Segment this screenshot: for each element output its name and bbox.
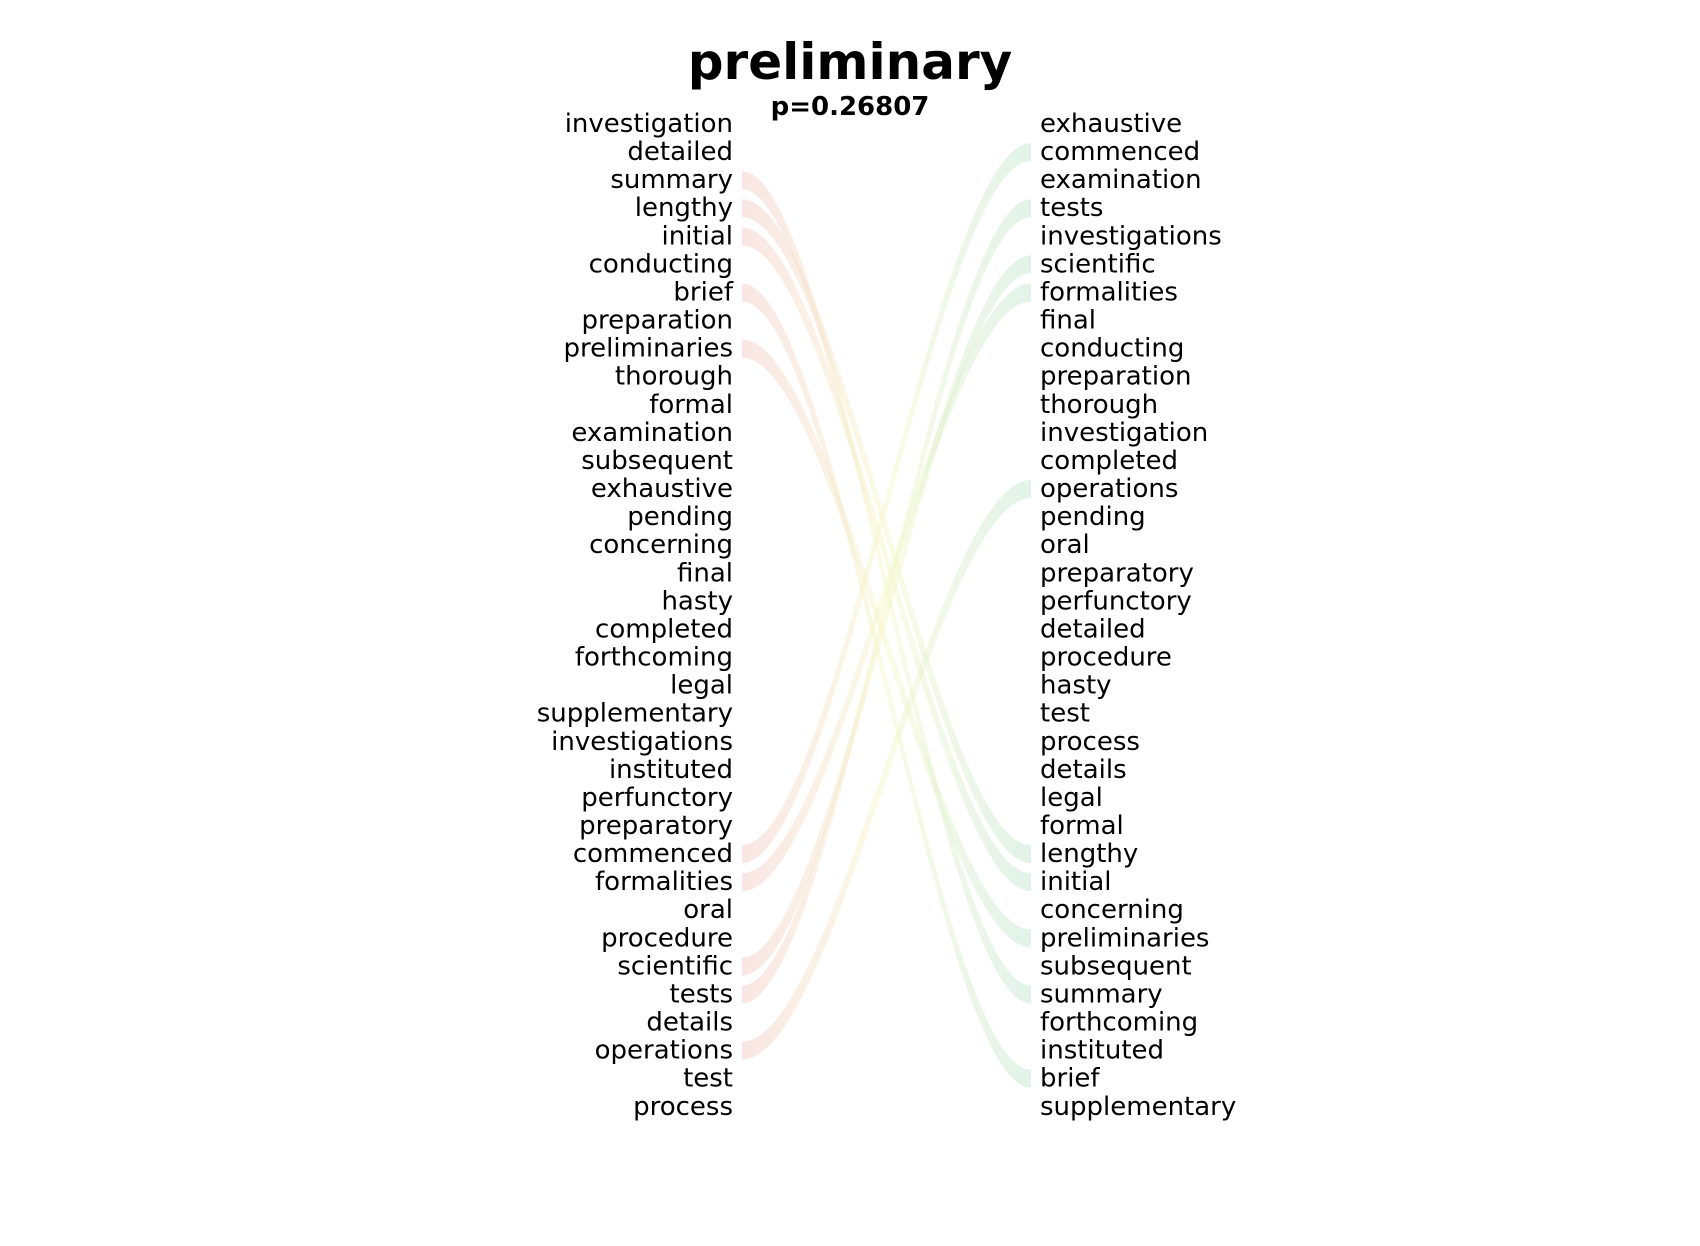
right-word-label: lengthy (1040, 839, 1138, 869)
diagram-subtitle: p=0.26807 (770, 92, 930, 122)
left-word-column: investigationdetailedsummarylengthyiniti… (537, 109, 734, 1122)
right-word-label: scientific (1040, 249, 1156, 279)
right-word-label: thorough (1040, 390, 1158, 420)
left-word-label: summary (610, 165, 733, 195)
left-word-label: preparatory (579, 811, 733, 841)
left-word-label: preliminaries (564, 334, 733, 364)
left-word-label: completed (595, 614, 733, 644)
right-word-column: exhaustivecommencedexaminationtestsinves… (1040, 109, 1236, 1122)
right-word-label: exhaustive (1040, 109, 1182, 139)
right-word-label: concerning (1040, 895, 1184, 925)
left-word-label: process (633, 1092, 733, 1122)
left-word-label: lengthy (635, 193, 733, 223)
left-word-label: pending (627, 502, 733, 532)
left-word-label: scientific (617, 951, 733, 981)
right-word-label: pending (1040, 502, 1146, 532)
left-word-label: brief (673, 277, 733, 307)
left-word-label: forthcoming (575, 643, 733, 673)
right-word-label: preliminaries (1040, 923, 1209, 953)
left-word-label: thorough (615, 362, 733, 392)
left-word-label: procedure (601, 923, 733, 953)
left-word-label: formal (649, 390, 733, 420)
right-word-label: detailed (1040, 614, 1146, 644)
left-word-label: hasty (661, 586, 733, 616)
link-band-lengthy (742, 199, 1031, 864)
right-word-label: brief (1040, 1064, 1100, 1094)
right-word-label: test (1040, 699, 1090, 729)
right-word-label: operations (1040, 474, 1178, 504)
link-band-operations (742, 480, 1031, 1060)
left-word-label: preparation (582, 306, 733, 336)
right-word-label: examination (1040, 165, 1202, 195)
right-word-label: completed (1040, 446, 1178, 476)
left-word-label: perfunctory (581, 783, 733, 813)
right-word-label: instituted (1040, 1036, 1164, 1066)
link-band-formalities (742, 283, 1031, 892)
left-word-label: final (677, 558, 733, 588)
link-band-preliminaries (742, 339, 1031, 948)
left-word-label: investigation (565, 109, 733, 139)
right-word-label: preparatory (1040, 558, 1194, 588)
right-word-label: supplementary (1040, 1092, 1236, 1122)
left-word-label: instituted (609, 755, 733, 785)
right-word-label: final (1040, 306, 1096, 336)
right-word-label: legal (1040, 783, 1103, 813)
left-word-label: operations (595, 1036, 733, 1066)
right-word-label: oral (1040, 530, 1090, 560)
left-word-label: formalities (595, 867, 733, 897)
link-band-scientific (742, 255, 1031, 976)
left-word-label: detailed (627, 137, 733, 167)
link-band-tests (742, 199, 1031, 1004)
left-word-label: supplementary (537, 699, 733, 729)
left-word-label: oral (683, 895, 733, 925)
right-word-label: summary (1040, 979, 1163, 1009)
left-word-label: legal (670, 671, 733, 701)
link-band-initial (742, 227, 1031, 892)
link-band-brief (742, 283, 1031, 1088)
left-word-label: initial (662, 221, 734, 251)
left-word-label: examination (571, 418, 733, 448)
right-word-label: procedure (1040, 643, 1172, 673)
right-word-label: subsequent (1040, 951, 1192, 981)
right-word-label: formalities (1040, 277, 1178, 307)
right-word-label: preparation (1040, 362, 1191, 392)
left-word-label: details (646, 1008, 733, 1038)
right-word-label: investigation (1040, 418, 1208, 448)
right-word-label: commenced (1040, 137, 1200, 167)
right-word-label: initial (1040, 867, 1112, 897)
link-band-commenced (742, 143, 1031, 864)
right-word-label: details (1040, 755, 1127, 785)
right-word-label: conducting (1040, 334, 1184, 364)
left-word-label: commenced (573, 839, 733, 869)
right-word-label: forthcoming (1040, 1008, 1198, 1038)
diagram-title: preliminary (687, 33, 1013, 91)
left-word-label: tests (670, 979, 733, 1009)
left-word-label: conducting (589, 249, 733, 279)
left-word-label: subsequent (581, 446, 733, 476)
left-word-label: test (683, 1064, 733, 1094)
right-word-label: tests (1040, 193, 1103, 223)
right-word-label: perfunctory (1040, 586, 1192, 616)
left-word-label: exhaustive (591, 474, 733, 504)
right-word-label: formal (1040, 811, 1124, 841)
right-word-label: investigations (1040, 221, 1222, 251)
link-bands (742, 143, 1031, 1088)
left-word-label: investigations (551, 727, 733, 757)
right-word-label: process (1040, 727, 1140, 757)
left-word-label: concerning (589, 530, 733, 560)
right-word-label: hasty (1040, 671, 1112, 701)
